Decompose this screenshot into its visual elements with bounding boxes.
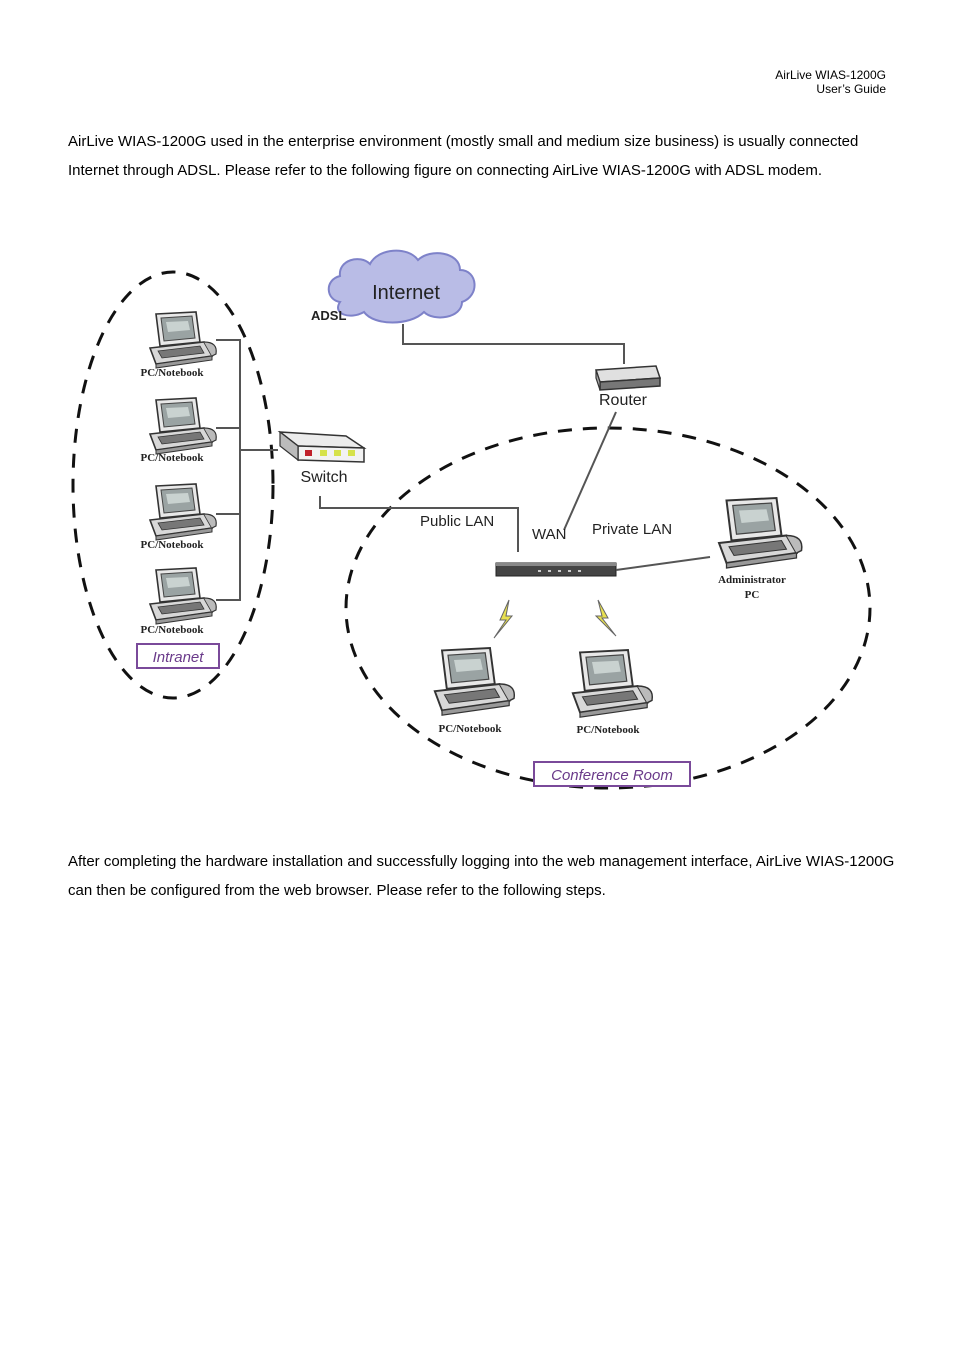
page-header: AirLive WIAS-1200G User’s Guide: [775, 68, 886, 96]
network-diagram: Internet ADSL Router Switch Public LAN W…: [71, 249, 872, 790]
pc-notebook-label: PC/Notebook: [577, 724, 641, 736]
wias-device-icon: [495, 562, 617, 577]
closing-paragraph: After completing the hardware installati…: [68, 853, 895, 899]
conference-room-label-box: [533, 761, 691, 787]
intranet-links: [216, 339, 278, 601]
private-lan-link-line: [615, 556, 711, 571]
router-label: Router: [599, 392, 648, 409]
pc-notebook-icon: [149, 397, 218, 455]
private-lan-label: Private LAN: [592, 521, 672, 538]
pc-notebook-icon: [571, 649, 654, 719]
public-lan-link-line: [319, 496, 519, 552]
administrator-pc-icon: [718, 497, 803, 569]
adsl-link-line: [402, 324, 625, 364]
pc-notebook-label: PC/Notebook: [141, 539, 205, 551]
internet-cloud-icon: [327, 249, 476, 324]
conference-room-boundary: [344, 426, 872, 790]
administrator-label-line2: PC: [745, 589, 760, 601]
wireless-signal-icon: [594, 599, 617, 637]
intranet-label: Intranet: [153, 649, 205, 666]
header-guide: User’s Guide: [816, 82, 886, 96]
intranet-label-box: [136, 643, 220, 669]
intranet-boundary: [71, 270, 275, 700]
pc-notebook-label: PC/Notebook: [439, 723, 503, 735]
public-lan-label: Public LAN: [420, 513, 494, 530]
conference-room-label: Conference Room: [551, 767, 673, 784]
pc-notebook-label: PC/Notebook: [141, 452, 205, 464]
pc-notebook-icon: [433, 647, 516, 717]
wan-link-line: [563, 411, 617, 531]
pc-notebook-label: PC/Notebook: [141, 624, 205, 636]
intro-paragraph: AirLive WIAS-1200G used in the enterpris…: [68, 133, 859, 179]
wan-label: WAN: [532, 526, 566, 543]
wireless-signal-icon: [493, 599, 514, 639]
pc-notebook-label: PC/Notebook: [141, 367, 205, 379]
pc-notebook-icon: [149, 567, 218, 625]
header-product: AirLive WIAS-1200G: [775, 68, 886, 82]
switch-icon: [277, 430, 367, 463]
adsl-label: ADSL: [311, 308, 346, 323]
pc-notebook-icon: [149, 483, 218, 541]
internet-label: Internet: [372, 282, 440, 304]
switch-label: Switch: [300, 469, 347, 486]
administrator-label-line1: Administrator: [718, 574, 786, 586]
pc-notebook-icon: [149, 311, 218, 369]
router-icon: [594, 365, 662, 391]
